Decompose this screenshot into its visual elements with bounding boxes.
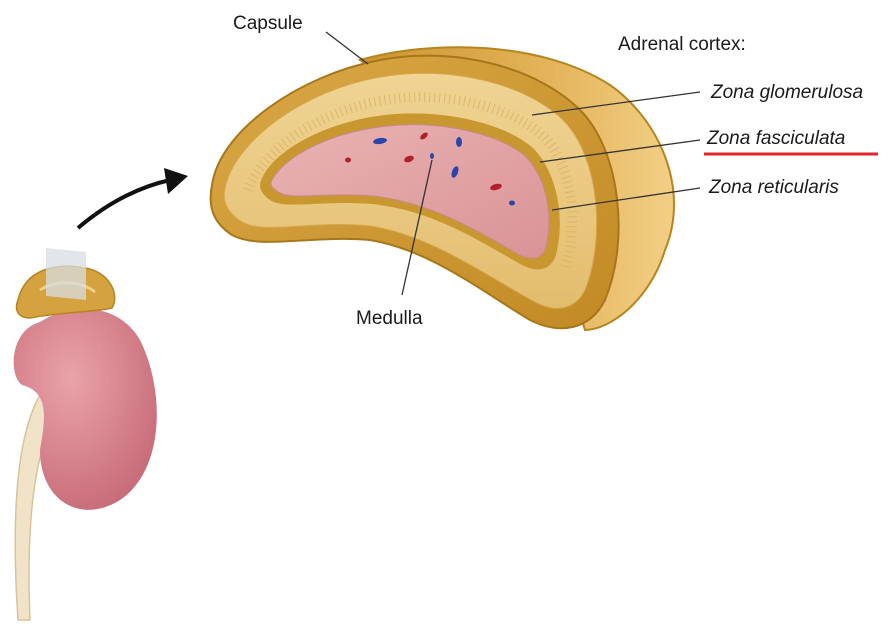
- slice-plane: [46, 248, 86, 300]
- zona-glomerulosa-label: Zona glomerulosa: [711, 82, 863, 104]
- capsule-label: Capsule: [233, 13, 303, 35]
- zona-fasciculata-label: Zona fasciculata: [707, 128, 845, 150]
- zoom-arrow: [78, 168, 188, 228]
- medulla-label: Medulla: [356, 308, 423, 330]
- capsule-leader: [326, 32, 368, 64]
- adrenal-cortex-label: Adrenal cortex:: [618, 34, 746, 56]
- zona-reticularis-label: Zona reticularis: [709, 177, 839, 199]
- kidney-illustration: [14, 248, 157, 620]
- adrenal-cross-section: [211, 47, 674, 330]
